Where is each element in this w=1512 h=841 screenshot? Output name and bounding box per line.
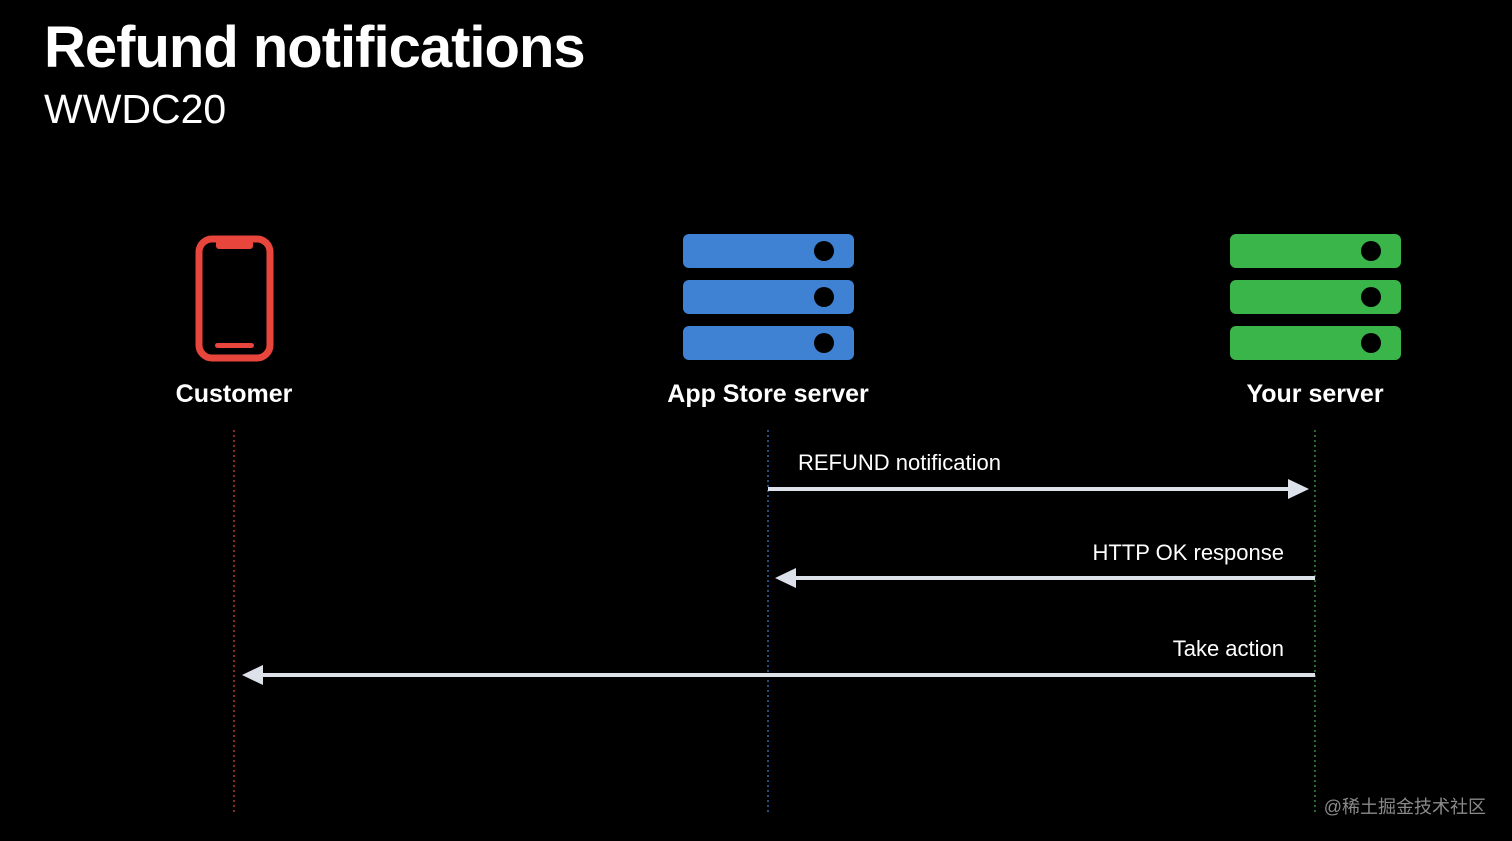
message-label-refund: REFUND notification <box>798 450 1001 475</box>
message-arrow-take-action <box>242 665 1315 685</box>
server-icon <box>683 234 854 360</box>
watermark: @稀土掘金技术社区 <box>1323 797 1486 817</box>
actor-label-customer: Customer <box>175 380 293 408</box>
slide-title: Refund notifications <box>44 15 586 80</box>
actor-label-appstore: App Store server <box>667 380 869 408</box>
message-label-take-action: Take action <box>1172 636 1284 661</box>
server-icon <box>1230 234 1401 360</box>
message-arrow-http-ok <box>775 568 1315 588</box>
actor-label-yourserver: Your server <box>1246 380 1384 408</box>
message-label-http-ok: HTTP OK response <box>1092 540 1284 565</box>
message-arrow-refund <box>768 479 1309 499</box>
slide-subtitle: WWDC20 <box>44 86 227 132</box>
phone-icon <box>195 235 274 362</box>
